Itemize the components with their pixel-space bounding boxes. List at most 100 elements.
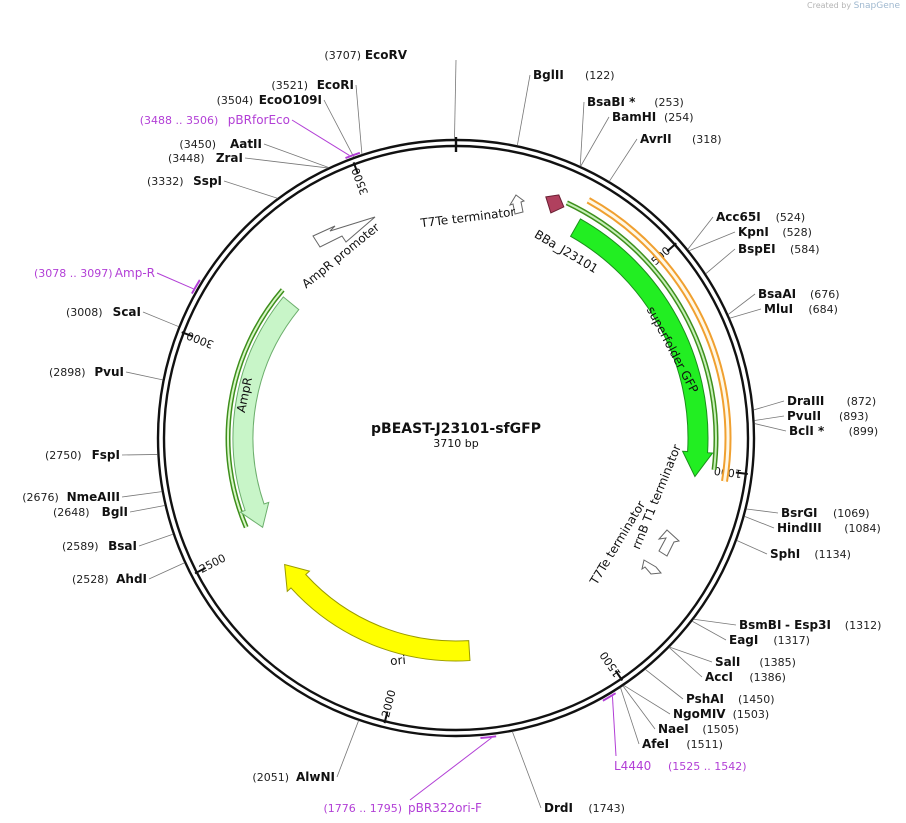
site-name: AhdI — [116, 572, 147, 586]
site-leader — [244, 157, 328, 169]
primer-bar — [191, 279, 201, 295]
site-leader — [125, 371, 163, 381]
site-leader — [148, 562, 185, 580]
rrnb-t1-terminator-arrow — [657, 529, 681, 557]
site-name: BsrGI — [781, 506, 818, 520]
site-name: HindIII — [777, 521, 822, 535]
primer-leader — [409, 737, 492, 801]
site-position: (3521) — [271, 79, 308, 92]
ori-label: ori — [390, 653, 407, 668]
primer-bar — [345, 151, 361, 159]
site-name: BsaI — [108, 539, 137, 553]
site-position: (584) — [790, 243, 820, 256]
site-position: (2051) — [252, 771, 289, 784]
site-position: (3448) — [168, 152, 205, 165]
site-leader — [323, 99, 355, 158]
site-name: FspI — [92, 448, 120, 462]
tick-label: 2500 — [197, 551, 228, 575]
site-ecoo109i: EcoO109I(3504) — [217, 93, 322, 107]
site-position: (3504) — [217, 94, 254, 107]
sfgfp-arrow — [569, 218, 714, 478]
site-position: (3332) — [147, 175, 184, 188]
primer-ampr: Amp-R(3078 .. 3097) — [34, 266, 201, 295]
site-leader — [728, 293, 756, 315]
snapgene-credit: Created by SnapGene — [807, 1, 900, 11]
site-bsmbi: BsmBI(1312)- Esp3I — [739, 618, 881, 632]
site-sphi: SphI(1134) — [770, 547, 851, 561]
site-name: NaeI — [658, 722, 689, 736]
site-leader — [512, 731, 542, 809]
site-name: BamHI — [612, 110, 656, 124]
site-position: (684) — [808, 303, 838, 316]
credit-prefix: Created by — [807, 1, 852, 10]
site-leader — [705, 248, 736, 275]
site-leader — [744, 515, 775, 529]
site-naei: NaeI (1505) — [658, 722, 739, 736]
site-position: (1385) — [759, 656, 796, 669]
site-name: MluI — [764, 302, 793, 316]
site-fspi: FspI (2750) — [45, 448, 120, 462]
orf-arcs — [225, 197, 732, 529]
site-position: (3450) — [179, 138, 216, 151]
plasmid-length: 3710 bp — [433, 437, 478, 450]
orf-green-core — [566, 201, 717, 470]
site-leader — [454, 59, 457, 140]
site-position: (3707) — [324, 49, 361, 62]
primer-bar — [602, 692, 617, 702]
site-name: PvuI — [94, 365, 124, 379]
site-afei: AfeI(1511) — [642, 737, 723, 751]
site-ahdi: AhdI(2528) — [72, 572, 147, 586]
primer-leader — [291, 119, 350, 156]
site-leader — [623, 685, 671, 715]
site-leader — [736, 540, 768, 555]
primer-pbr322orif: pBR322ori-F(1776 .. 1795) — [323, 735, 497, 815]
site-name: EcoRV — [365, 48, 408, 62]
site-position: (1450) — [738, 693, 775, 706]
site-leaders — [121, 59, 787, 809]
site-leader — [669, 646, 713, 663]
site-leader — [336, 720, 359, 778]
site-alwni: AlwNI(2051) — [252, 770, 335, 784]
site-name: BglI — [102, 505, 128, 519]
site-position: (1743) — [588, 802, 625, 815]
site-position: (676) — [810, 288, 840, 301]
site-leader — [729, 308, 762, 319]
site-leader — [622, 685, 656, 730]
site-position: (1386) — [749, 671, 786, 684]
site-ngomiv: NgoMIV(1503) — [673, 707, 769, 721]
site-leader — [121, 491, 162, 498]
site-name: AccI — [705, 670, 733, 684]
site-acci: AccI (1386) — [705, 670, 786, 684]
site-name: AfeI — [642, 737, 669, 751]
site-leader — [142, 311, 179, 327]
site-leader — [645, 669, 684, 700]
site-leader — [516, 74, 531, 146]
site-position: (122) — [585, 69, 615, 82]
site-name: DraIII — [787, 394, 824, 408]
primer-annotations: pBRforEco(3488 .. 3506)Amp-R(3078 .. 309… — [34, 113, 747, 815]
site-position: (3008) — [66, 306, 103, 319]
site-bsaai: BsaAI(676) — [758, 287, 840, 301]
snapgene-logo: SnapGene — [853, 1, 900, 11]
primer-name: pBR322ori-F — [408, 801, 482, 815]
primer-name: L4440 — [614, 759, 651, 773]
site-name: Acc65I — [716, 210, 761, 224]
site-position: (2589) — [62, 540, 99, 553]
site-leader — [669, 647, 703, 678]
site-leader — [223, 180, 278, 199]
site-leader — [138, 533, 174, 547]
site-leader — [754, 423, 787, 432]
site-position: (2750) — [45, 449, 82, 462]
restriction-sites: EcoRV(3707)BglII(122)BsaBI *(253)BamHI(2… — [22, 48, 881, 815]
site-hindiii: HindIII(1084) — [777, 521, 881, 535]
orf-orange-core — [587, 199, 730, 482]
site-position: (893) — [839, 410, 869, 423]
site-position: (524) — [776, 211, 806, 224]
site-position: (1505) — [702, 723, 739, 736]
site-position: (1312) — [845, 619, 882, 632]
site-sspi: SspI(3332) — [147, 174, 222, 188]
site-ecorv: EcoRV (3707) — [324, 48, 407, 62]
site-position: (872) — [847, 395, 877, 408]
site-pvui: PvuI(2898) — [49, 365, 124, 379]
site-position: (318) — [692, 133, 722, 146]
